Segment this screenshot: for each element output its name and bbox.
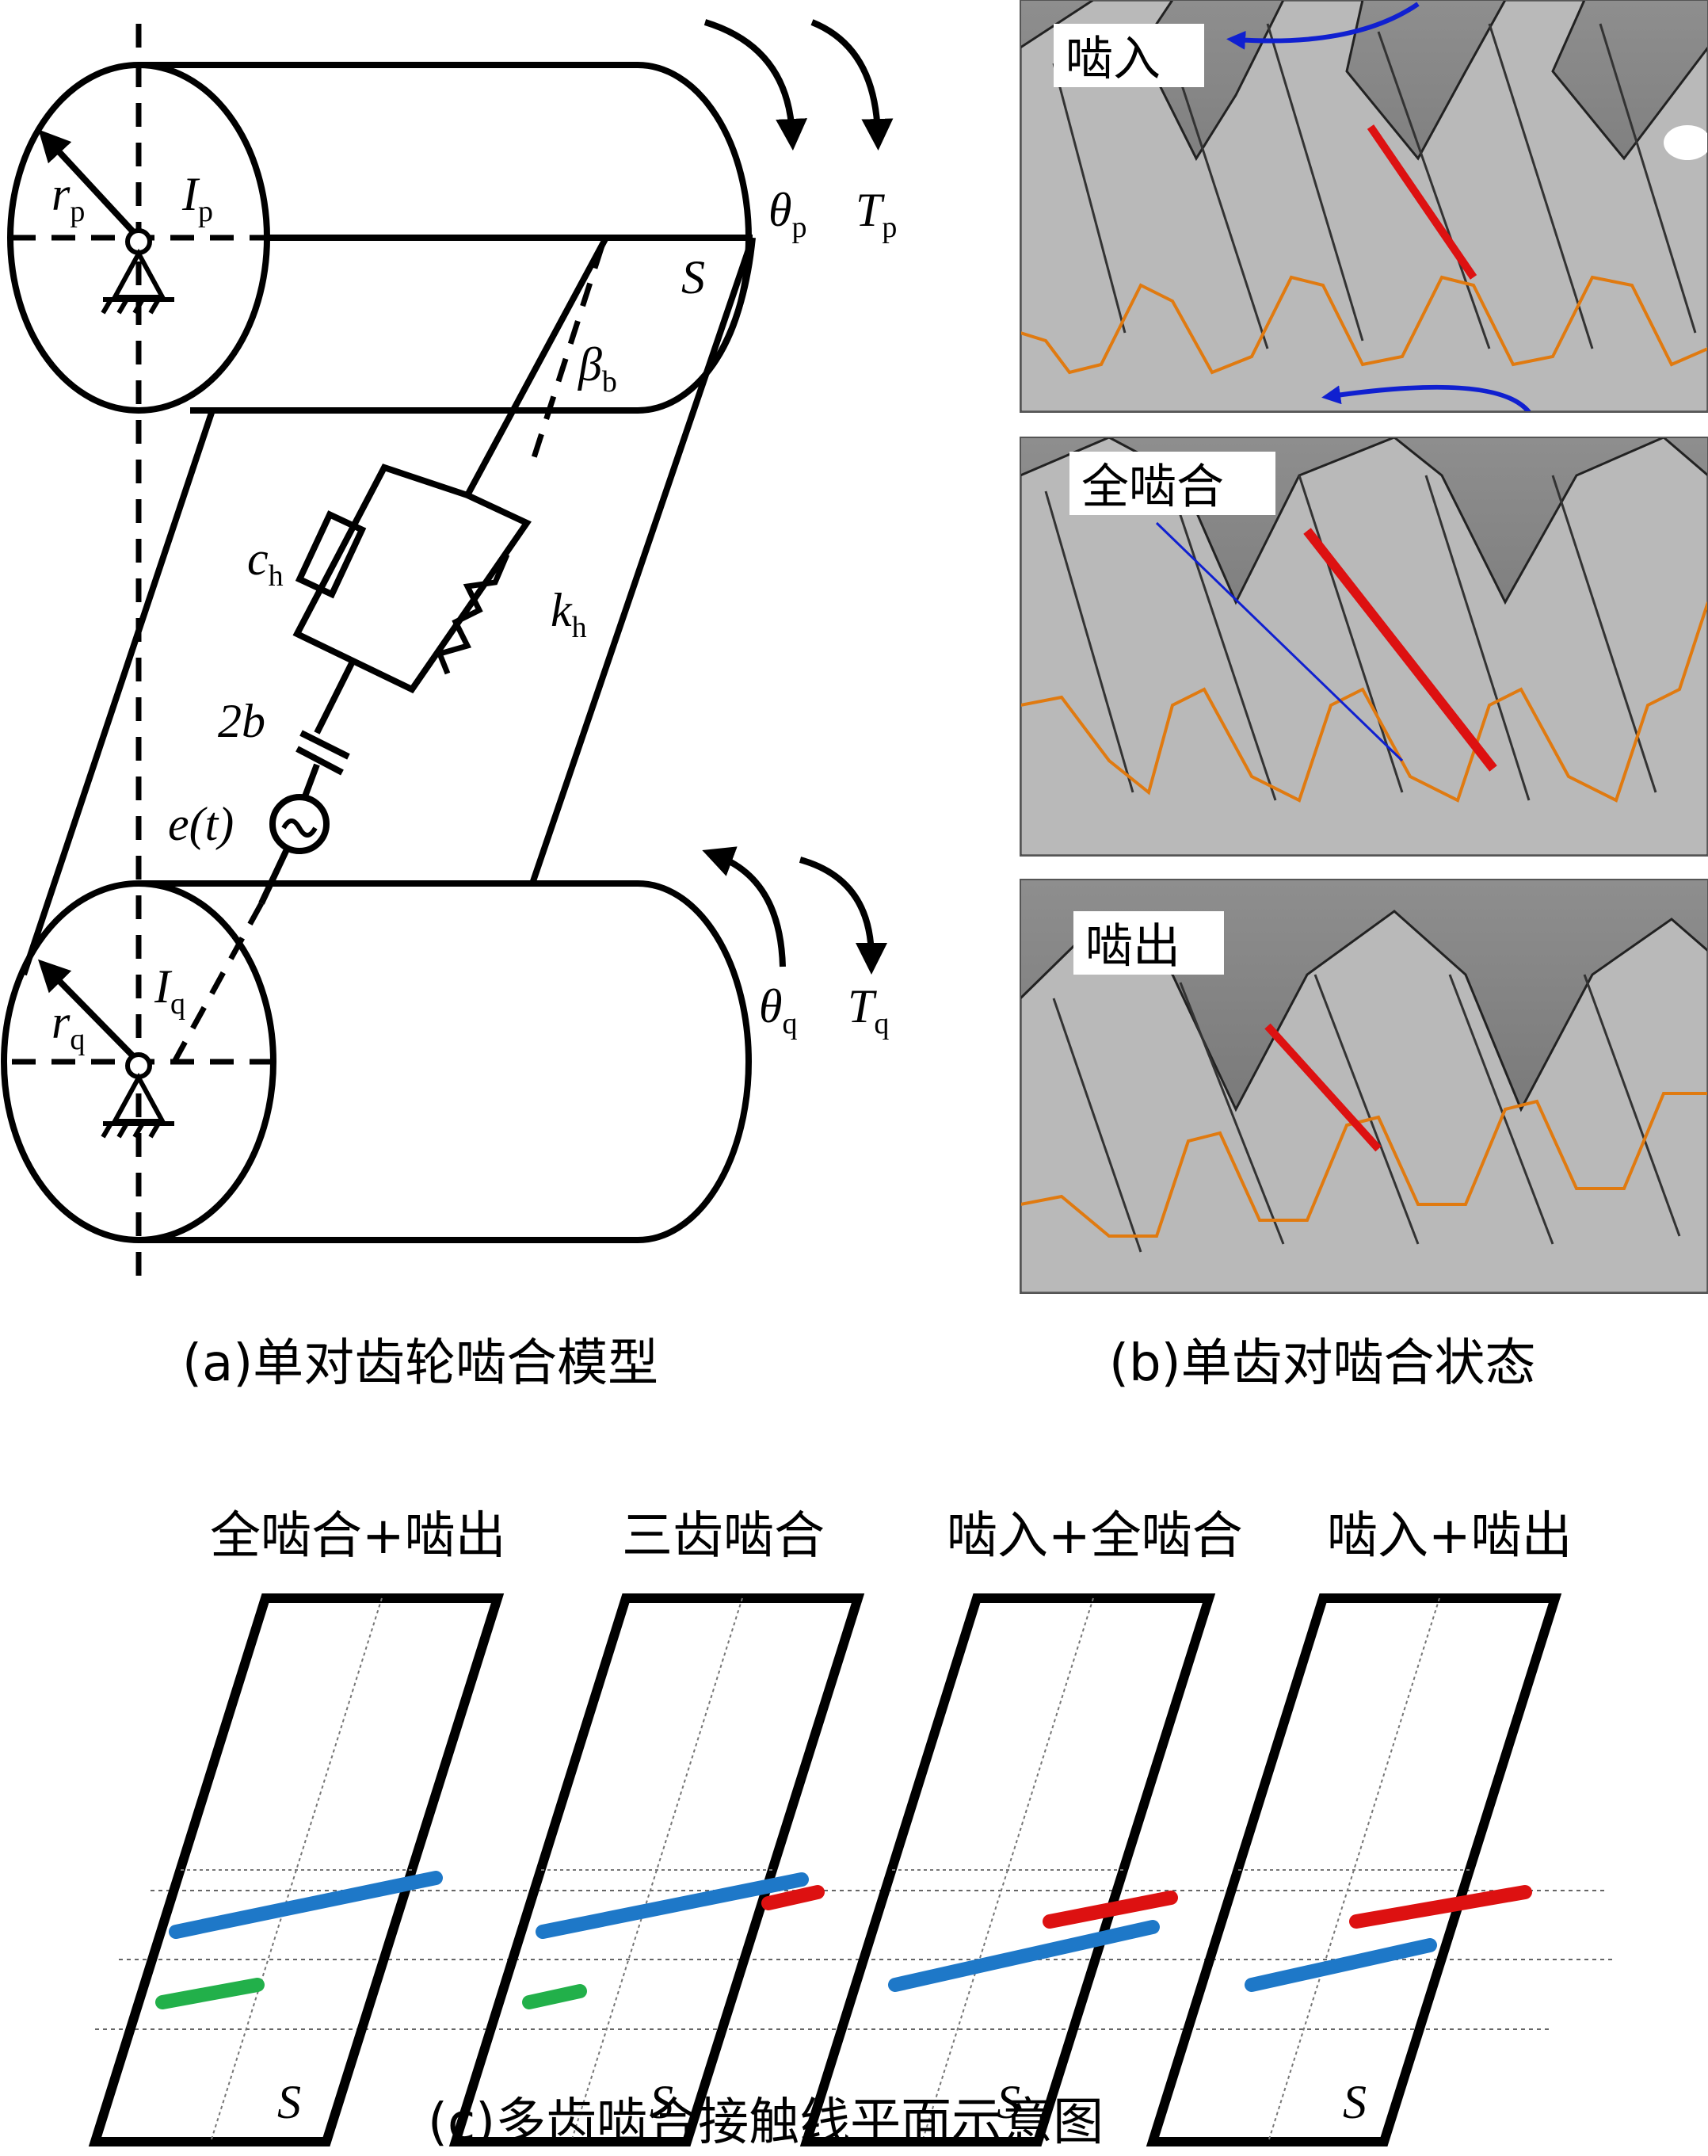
label-ch: ch (247, 532, 284, 593)
contact-line-full-mesh (1303, 528, 1497, 772)
backlash-plate-1 (299, 730, 350, 760)
Tq-arrow (799, 857, 887, 975)
state-panel-full-mesh (1020, 437, 1708, 856)
caption-a: (a)单对齿轮啮合模型 (182, 1334, 658, 1393)
tag-full-mesh: 全啮合 (1081, 460, 1224, 515)
label-rp: rp (51, 168, 85, 228)
label-2b: 2b (218, 695, 265, 747)
rq-arrow (37, 959, 141, 1064)
theta-q-arrow (702, 846, 786, 967)
bottom-cylinder-body (139, 880, 752, 1243)
tag-mesh-in: 啮入 (1066, 32, 1161, 87)
plane-label-S-4: S (1343, 2076, 1367, 2128)
label-Ip: Ip (181, 168, 213, 228)
contact-line-mesh-in (1367, 124, 1477, 280)
error-source (269, 794, 330, 854)
contact-line-blue (169, 1871, 443, 1939)
theta-p-arrow (703, 19, 808, 151)
label-Tq: Tq (848, 980, 889, 1040)
group-title-3: 啮入+全啮合 (947, 1507, 1243, 1566)
group-title-2: 三齿啮合 (622, 1507, 825, 1566)
Tp-arrow (810, 19, 894, 151)
face-arc (710, 237, 756, 367)
contact-line-green (155, 1978, 265, 2009)
panel-a-model (1, 62, 756, 1243)
label-S-a: S (681, 251, 705, 303)
rp-arrow (38, 129, 141, 240)
contact-line-red (761, 1885, 825, 1910)
mesh-in-arrow-top (1226, 2, 1420, 50)
label-theta-p: θp (768, 184, 806, 244)
spring-damper-frame (292, 464, 532, 694)
tag-mesh-out: 啮出 (1085, 919, 1180, 975)
contact-line-blue (888, 1920, 1160, 1992)
backlash-plate-2 (295, 746, 344, 776)
label-kh: kh (551, 584, 587, 644)
contact-line-mesh-out (1264, 1023, 1382, 1152)
tag-full-mesh-bg (1069, 452, 1275, 515)
contact-line-blue-b (1155, 521, 1404, 762)
panel-a-dashed (12, 24, 605, 1280)
label-Tp: Tp (856, 184, 897, 244)
label-Iq: Iq (154, 960, 185, 1021)
group-title-1: 全啮合+啮出 (210, 1507, 506, 1566)
label-beta-b: βb (578, 338, 617, 399)
tag-mesh-in-bg (1054, 24, 1204, 87)
caption-c: (c)多齿啮合接触线平面示意图 (428, 2093, 1104, 2152)
top-pivot (101, 228, 174, 315)
contact-line-red (1349, 1885, 1532, 1929)
rotation-arrows (702, 19, 894, 975)
contact-line-blue (1245, 1938, 1437, 1992)
band-right-edge (529, 236, 756, 885)
mesh-plane-4: S (1146, 1593, 1562, 2146)
mesh-plane-2: S (448, 1593, 865, 2146)
mesh-plane-1: S (88, 1593, 505, 2146)
plane-label-S-1: S (277, 2076, 301, 2128)
band-left-edge (21, 409, 215, 976)
contact-line-green (522, 1984, 587, 2009)
mesh-plane-3: S (799, 1593, 1216, 2146)
contact-line-blue (536, 1872, 809, 1939)
contact-line-red (1043, 1891, 1178, 1929)
label-et: e(t) (168, 798, 234, 850)
label-theta-q: θq (759, 980, 797, 1040)
group-title-4: 啮入+啮出 (1327, 1507, 1573, 1566)
spring (436, 553, 510, 675)
bottom-pivot (101, 1052, 174, 1139)
tag-mesh-out-bg (1073, 911, 1224, 975)
plane-label-S-3: S (997, 2076, 1020, 2128)
caption-b: (b)单齿对啮合状态 (1109, 1334, 1536, 1393)
damper (295, 510, 367, 599)
plane-label-S-2: S (650, 2076, 673, 2128)
label-rq: rq (51, 996, 85, 1056)
mesh-in-arrow-bottom (1321, 384, 1531, 412)
